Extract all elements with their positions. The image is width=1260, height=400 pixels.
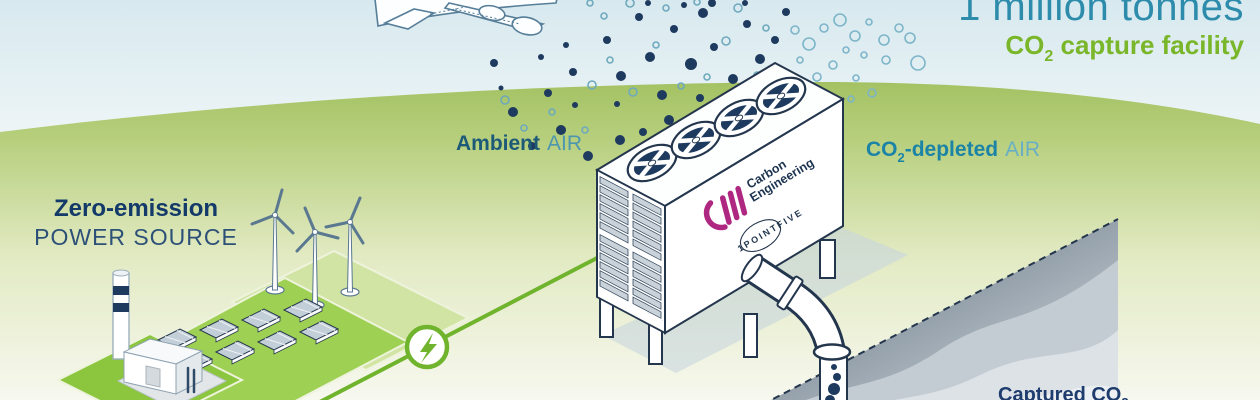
- dac-facility: Carbon Engineering 1POINTFIVE: [594, 61, 846, 365]
- door: [145, 365, 161, 388]
- stack-pipes: [186, 366, 196, 394]
- fan-icon: [755, 76, 807, 116]
- wind-turbine: [324, 196, 365, 297]
- pipe-flange: [740, 253, 764, 283]
- headline-facility: CO2 capture facility: [1005, 30, 1244, 66]
- underground-cutaway: [769, 218, 1119, 400]
- fan-icon: [626, 143, 678, 183]
- powerhouse: [112, 269, 228, 400]
- strata-band-3: [1004, 385, 1118, 400]
- powerhouse-building: [122, 338, 204, 395]
- fan-icon: [670, 120, 722, 160]
- label-power-source: Zero-emission POWER SOURCE: [34, 195, 238, 251]
- headline: 1 million tonnes CO2 capture facility: [824, 0, 1244, 66]
- fan-icon: [713, 98, 765, 138]
- pipe-flange: [812, 343, 852, 361]
- co2-dots-well: [825, 364, 841, 400]
- brand-glyph-icon: [703, 185, 748, 231]
- surface-dashed-line: [769, 218, 1119, 400]
- strata-band-2: [893, 330, 1118, 400]
- air-bubbles-depleted: [782, 13, 926, 103]
- pipe-flange: [776, 275, 804, 311]
- lightning-icon: [404, 324, 450, 370]
- smokestack: [112, 269, 130, 360]
- label-captured-co2: Captured CO2: [998, 384, 1129, 400]
- facility-front-face: [664, 97, 844, 335]
- airplane-icon: [374, 0, 558, 36]
- roof-fans: [626, 76, 807, 183]
- headline-amount: 1 million tonnes: [958, 0, 1244, 29]
- wind-turbine: [250, 188, 295, 295]
- air-intake-louvers: [596, 168, 666, 335]
- co2-pipe: [740, 253, 852, 361]
- power-transmission-line: [319, 256, 598, 400]
- co2-dots-ambient: [490, 0, 790, 161]
